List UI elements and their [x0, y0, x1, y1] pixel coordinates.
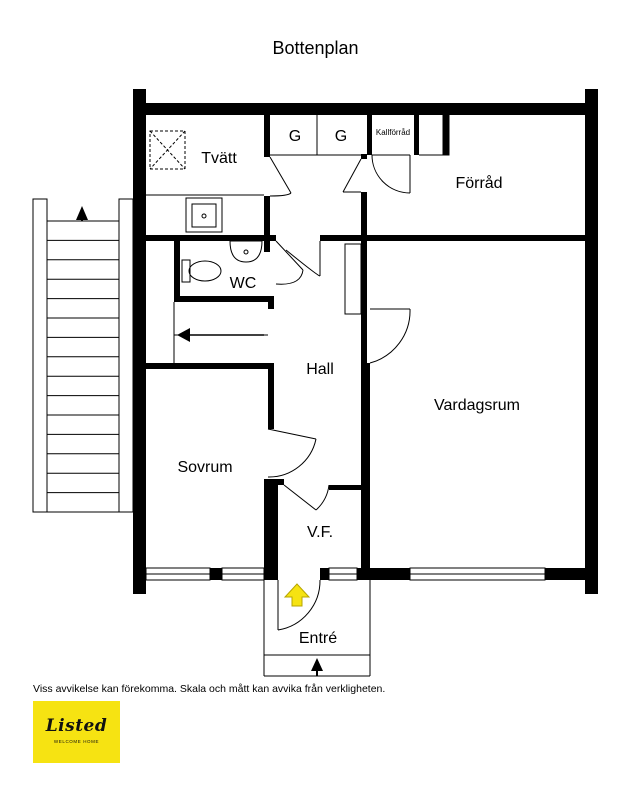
- room-label-kallforrad: Kallförråd: [376, 128, 410, 137]
- logo-wordmark: Listed: [45, 716, 108, 736]
- room-label-vf: V.F.: [307, 524, 333, 541]
- windows: [145, 567, 546, 581]
- exterior-walls: [133, 89, 598, 594]
- interior-walls: [146, 115, 585, 568]
- laundry-fixture-icon: [149, 130, 186, 170]
- toilet-icon: [181, 259, 222, 283]
- exterior-staircase: [32, 198, 134, 513]
- logo-tagline: WELCOME HOME: [53, 739, 100, 744]
- room-label-sovrum: Sovrum: [177, 459, 232, 476]
- room-label-garderob-1: G: [289, 128, 301, 145]
- room-label-garderob-2: G: [335, 128, 347, 145]
- room-label-vardagsrum: Vardagsrum: [434, 397, 520, 414]
- room-label-tvatt: Tvätt: [201, 150, 237, 167]
- washbasin-icon: [229, 240, 263, 263]
- plan-title: Bottenplan: [272, 38, 359, 58]
- interior-stairs-icon: [177, 328, 264, 342]
- room-label-hall: Hall: [306, 361, 334, 378]
- entry-direction-arrow-icon: [311, 658, 323, 671]
- room-label-forrad: Förråd: [455, 174, 502, 192]
- sink-icon: [185, 197, 223, 233]
- room-label-wc: WC: [230, 275, 257, 292]
- disclaimer-text: Viss avvikelse kan förekomma. Skala och …: [33, 683, 386, 695]
- stairs-up-arrow-icon: [76, 206, 88, 220]
- room-label-entre: Entré: [299, 630, 337, 647]
- entrance-arrow-icon: [283, 583, 311, 607]
- doors: [267, 154, 411, 631]
- listed-logo: Listed WELCOME HOME: [33, 701, 120, 763]
